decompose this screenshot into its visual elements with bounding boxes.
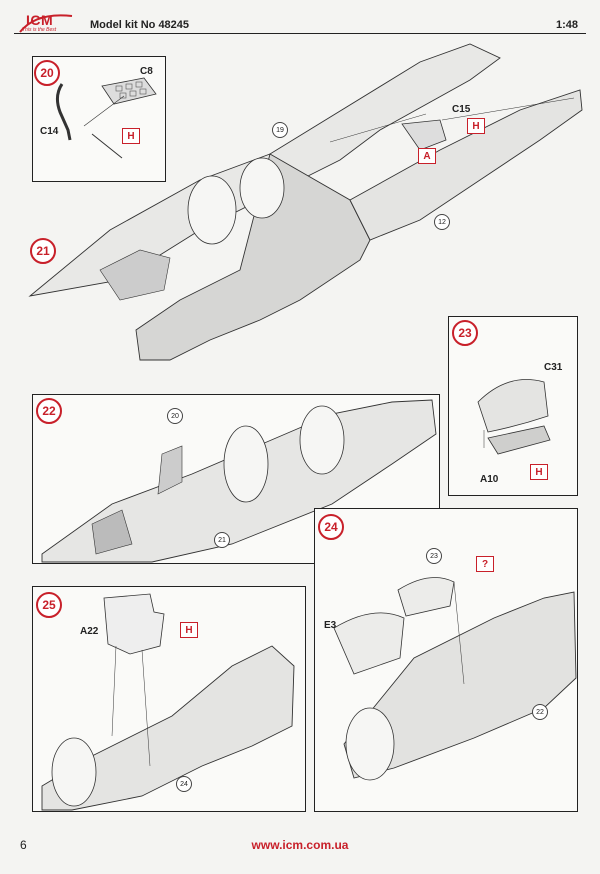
- part-e3-label: E3: [324, 620, 337, 631]
- brand-tagline: This is the Best: [22, 27, 57, 33]
- ref-part-19: 19: [272, 122, 288, 138]
- paint-tag-h: H: [180, 622, 198, 638]
- page-number: 6: [20, 838, 27, 852]
- paint-tag-a: A: [418, 148, 436, 164]
- paint-tag-h: H: [467, 118, 485, 134]
- paint-tag-unknown: ?: [476, 556, 494, 572]
- logo-icon: [19, 14, 73, 33]
- ref-part-23: 23: [426, 548, 442, 564]
- part-a10-label: A10: [480, 474, 499, 485]
- ref-part-12: 12: [434, 214, 450, 230]
- ref-part-21: 21: [214, 532, 230, 548]
- part-c15-label: C15: [452, 104, 471, 115]
- kit-number: Model kit No 48245: [90, 19, 190, 31]
- scale-label: 1:48: [555, 19, 578, 31]
- part-a22-label: A22: [80, 626, 99, 637]
- paint-tag-h: H: [530, 464, 548, 480]
- step-21-badge: 21: [30, 238, 56, 264]
- brand-name: ICM: [26, 12, 54, 28]
- step-23-badge: 23: [452, 320, 478, 346]
- step-22-badge: 22: [36, 398, 62, 424]
- part-c14-label: C14: [40, 126, 59, 137]
- header-divider: [14, 33, 586, 34]
- headrest-frame-drawing: [41, 593, 295, 811]
- seat-pan-drawing: [55, 77, 157, 159]
- step-25-badge: 25: [36, 592, 62, 618]
- step-20-badge: 20: [34, 60, 60, 86]
- fuselage-closeup-drawing: [333, 577, 577, 781]
- instrument-cover-drawing: [477, 379, 551, 455]
- ref-part-22: 22: [532, 704, 548, 720]
- part-c8-label: C8: [140, 66, 153, 77]
- cockpit-assembly-drawing: [41, 399, 437, 563]
- ref-part-20: 20: [167, 408, 183, 424]
- paint-tag-h: H: [122, 128, 140, 144]
- part-c31-label: C31: [544, 362, 563, 373]
- ref-part-24: 24: [176, 776, 192, 792]
- step-24-badge: 24: [318, 514, 344, 540]
- footer-url[interactable]: www.icm.com.ua: [251, 838, 349, 852]
